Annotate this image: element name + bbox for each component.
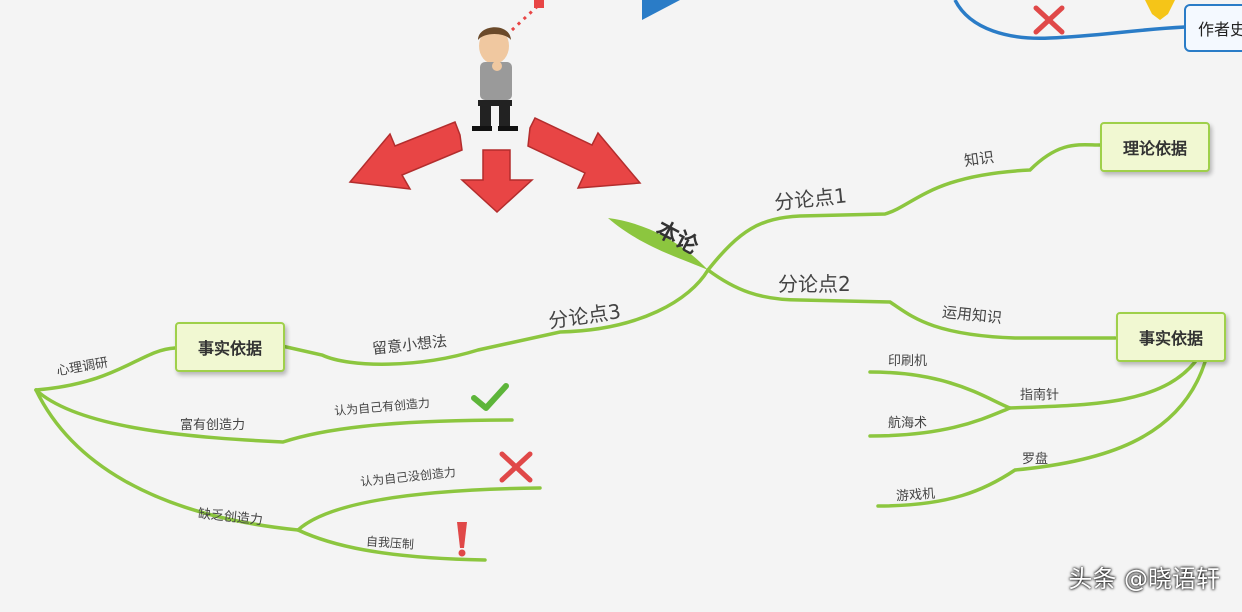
star-icon [1145, 0, 1175, 20]
blue-branch-line [953, 0, 1186, 40]
leaf-navigation: 航海术 [888, 416, 928, 431]
branch-line-p3 [280, 268, 710, 366]
thought-card-icon [534, 0, 544, 8]
leaf-line-root [34, 346, 177, 392]
branch-line-p2 [706, 268, 1117, 340]
leaf-game-console: 游戏机 [895, 486, 936, 505]
leaf-compass-disc: 罗盘 [1022, 452, 1049, 467]
red-arrows [348, 117, 642, 214]
leaf-line-l2 [868, 406, 1012, 438]
branch-p2-label: 分论点2 [778, 272, 851, 296]
leaf-line-b2 [296, 528, 487, 562]
arrow-down-icon [460, 149, 534, 214]
leaf-compass: 指南针 [1020, 388, 1060, 403]
fact-evidence-box-left: 事实依据 [175, 322, 285, 372]
thinking-man-figure [472, 27, 518, 131]
leaf-self-suppress: 自我压制 [365, 534, 415, 552]
leaf-line-a [34, 388, 514, 444]
branch-p1-sub: 知识 [962, 147, 996, 170]
branch-lines [34, 142, 1207, 562]
arrow-left-icon [348, 121, 463, 190]
author-box: 作者史 [1184, 4, 1242, 52]
leaf-creative: 富有创造力 [180, 418, 246, 433]
leaf-printing-press: 印刷机 [888, 354, 928, 369]
theory-evidence-box: 理论依据 [1100, 122, 1210, 172]
leaf-line-b [34, 388, 542, 532]
check-icon [471, 383, 509, 411]
leaf-line-l4 [876, 360, 1207, 508]
watermark: 头条 @晓语轩 [1068, 565, 1220, 593]
cross-icon-top [1033, 5, 1065, 35]
center-leaf-shape [608, 218, 708, 270]
arrow-right-icon [527, 117, 642, 189]
fact-evidence-box-right: 事实依据 [1116, 312, 1226, 362]
cross-icon [499, 451, 533, 483]
blue-triangle-decoration [642, 0, 680, 20]
branch-line-p1 [706, 142, 1102, 272]
exclamation-icon [457, 522, 467, 557]
